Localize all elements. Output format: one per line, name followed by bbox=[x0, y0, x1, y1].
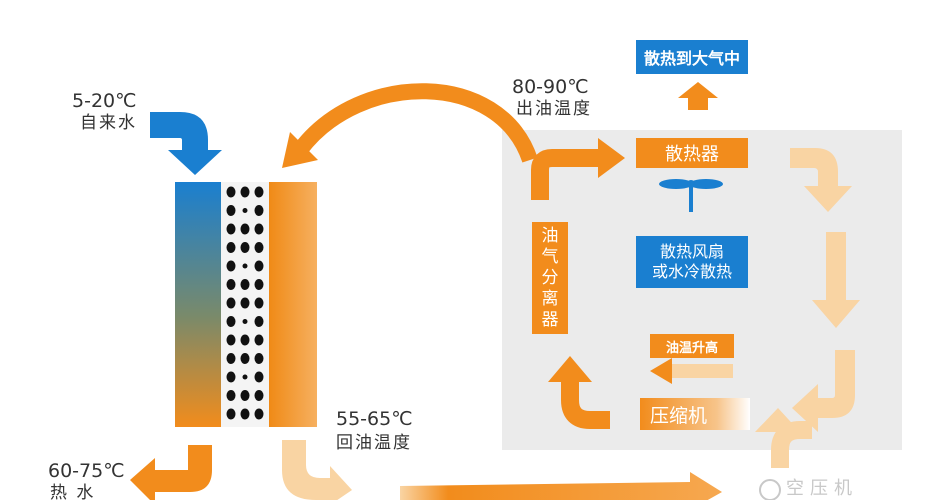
exchanger-hole bbox=[226, 390, 236, 401]
exchanger-hole bbox=[242, 319, 248, 324]
exchanger-hole bbox=[226, 186, 236, 198]
oil-temp-rise-box: 油温升高 bbox=[650, 334, 734, 358]
exchanger-hole bbox=[226, 297, 236, 309]
separator-box: 油 气 分 离 器 bbox=[532, 222, 568, 334]
exchanger-hole bbox=[254, 242, 264, 253]
exchanger-hole bbox=[240, 223, 250, 235]
compressor-box: 压缩机 bbox=[640, 398, 750, 430]
exchanger-hole bbox=[254, 353, 264, 364]
exchanger-hole bbox=[240, 390, 250, 401]
exchanger-hole bbox=[240, 334, 250, 346]
tap-water-arrow bbox=[150, 112, 222, 175]
exchanger-hole bbox=[226, 260, 236, 272]
exchanger-hole bbox=[240, 279, 250, 290]
exchanger-hole bbox=[226, 316, 236, 327]
compressor-to-separator-arrow bbox=[548, 356, 610, 429]
exchanger-hole bbox=[254, 186, 264, 198]
oil-temp-rise-arrow bbox=[650, 358, 733, 384]
exchanger-hole bbox=[254, 316, 264, 327]
exchanger-hole bbox=[240, 297, 250, 309]
exchanger-hole bbox=[254, 279, 264, 290]
fan-icon bbox=[659, 179, 723, 212]
exchanger-hole bbox=[226, 223, 236, 235]
exchanger-hole bbox=[254, 205, 264, 216]
exchanger-hole bbox=[242, 263, 248, 269]
atmosphere-box: 散热到大气中 bbox=[636, 40, 748, 74]
exchanger-hole bbox=[254, 408, 264, 420]
oil-return-arrow bbox=[282, 440, 352, 500]
hot-oil-arc-arrow bbox=[282, 83, 538, 168]
watermark-text: 空压机 bbox=[786, 478, 858, 499]
radiator-box: 散热器 bbox=[636, 138, 748, 168]
hot-water-temp: 60-75℃ bbox=[48, 460, 125, 482]
exchanger-hole bbox=[240, 408, 250, 420]
oil-channel bbox=[269, 182, 317, 427]
hot-water-label: 热 水 bbox=[50, 483, 96, 503]
tap-water-label: 自来水 bbox=[80, 113, 137, 133]
right-return-arrow bbox=[755, 408, 812, 468]
oil-return-label: 回油温度 bbox=[336, 433, 412, 453]
exchanger-hole bbox=[226, 205, 236, 216]
fan-box-line2: 或水冷散热 bbox=[651, 262, 732, 281]
exchanger-hole bbox=[226, 279, 236, 290]
water-channel bbox=[175, 182, 221, 427]
tap-water-temp: 5-20℃ bbox=[72, 90, 137, 112]
exchanger-hole bbox=[226, 242, 236, 253]
exchanger-hole bbox=[240, 242, 250, 253]
exchanger-hole bbox=[254, 371, 264, 383]
exchanger-hole bbox=[226, 371, 236, 383]
exchanger-hole bbox=[254, 390, 264, 401]
right-flow-arrows bbox=[790, 148, 860, 432]
exchanger-hole bbox=[254, 334, 264, 346]
exchanger-hole bbox=[226, 334, 236, 346]
exchanger-holes bbox=[226, 186, 264, 420]
exchanger-hole bbox=[242, 374, 248, 380]
exchanger-hole bbox=[242, 208, 248, 213]
fan-box: 散热风扇 或水冷散热 bbox=[636, 236, 748, 288]
fan-box-line1: 散热风扇 bbox=[659, 242, 724, 261]
exchanger-hole bbox=[226, 408, 236, 420]
exchanger-hole bbox=[226, 353, 236, 364]
hot-water-arrow bbox=[130, 445, 212, 500]
exchanger-hole bbox=[240, 353, 250, 364]
separator-to-radiator-arrow bbox=[531, 138, 625, 200]
oil-out-label: 出油温度 bbox=[516, 99, 592, 119]
exchanger-hole bbox=[254, 260, 264, 272]
oil-out-temp: 80-90℃ bbox=[512, 76, 589, 98]
up-arrow bbox=[678, 82, 718, 110]
exchanger-hole bbox=[254, 297, 264, 309]
exchanger-hole bbox=[240, 186, 250, 198]
watermark-logo bbox=[759, 479, 781, 500]
bottom-flow-arrow bbox=[400, 472, 722, 500]
oil-return-temp: 55-65℃ bbox=[336, 408, 413, 430]
exchanger-hole bbox=[254, 223, 264, 235]
